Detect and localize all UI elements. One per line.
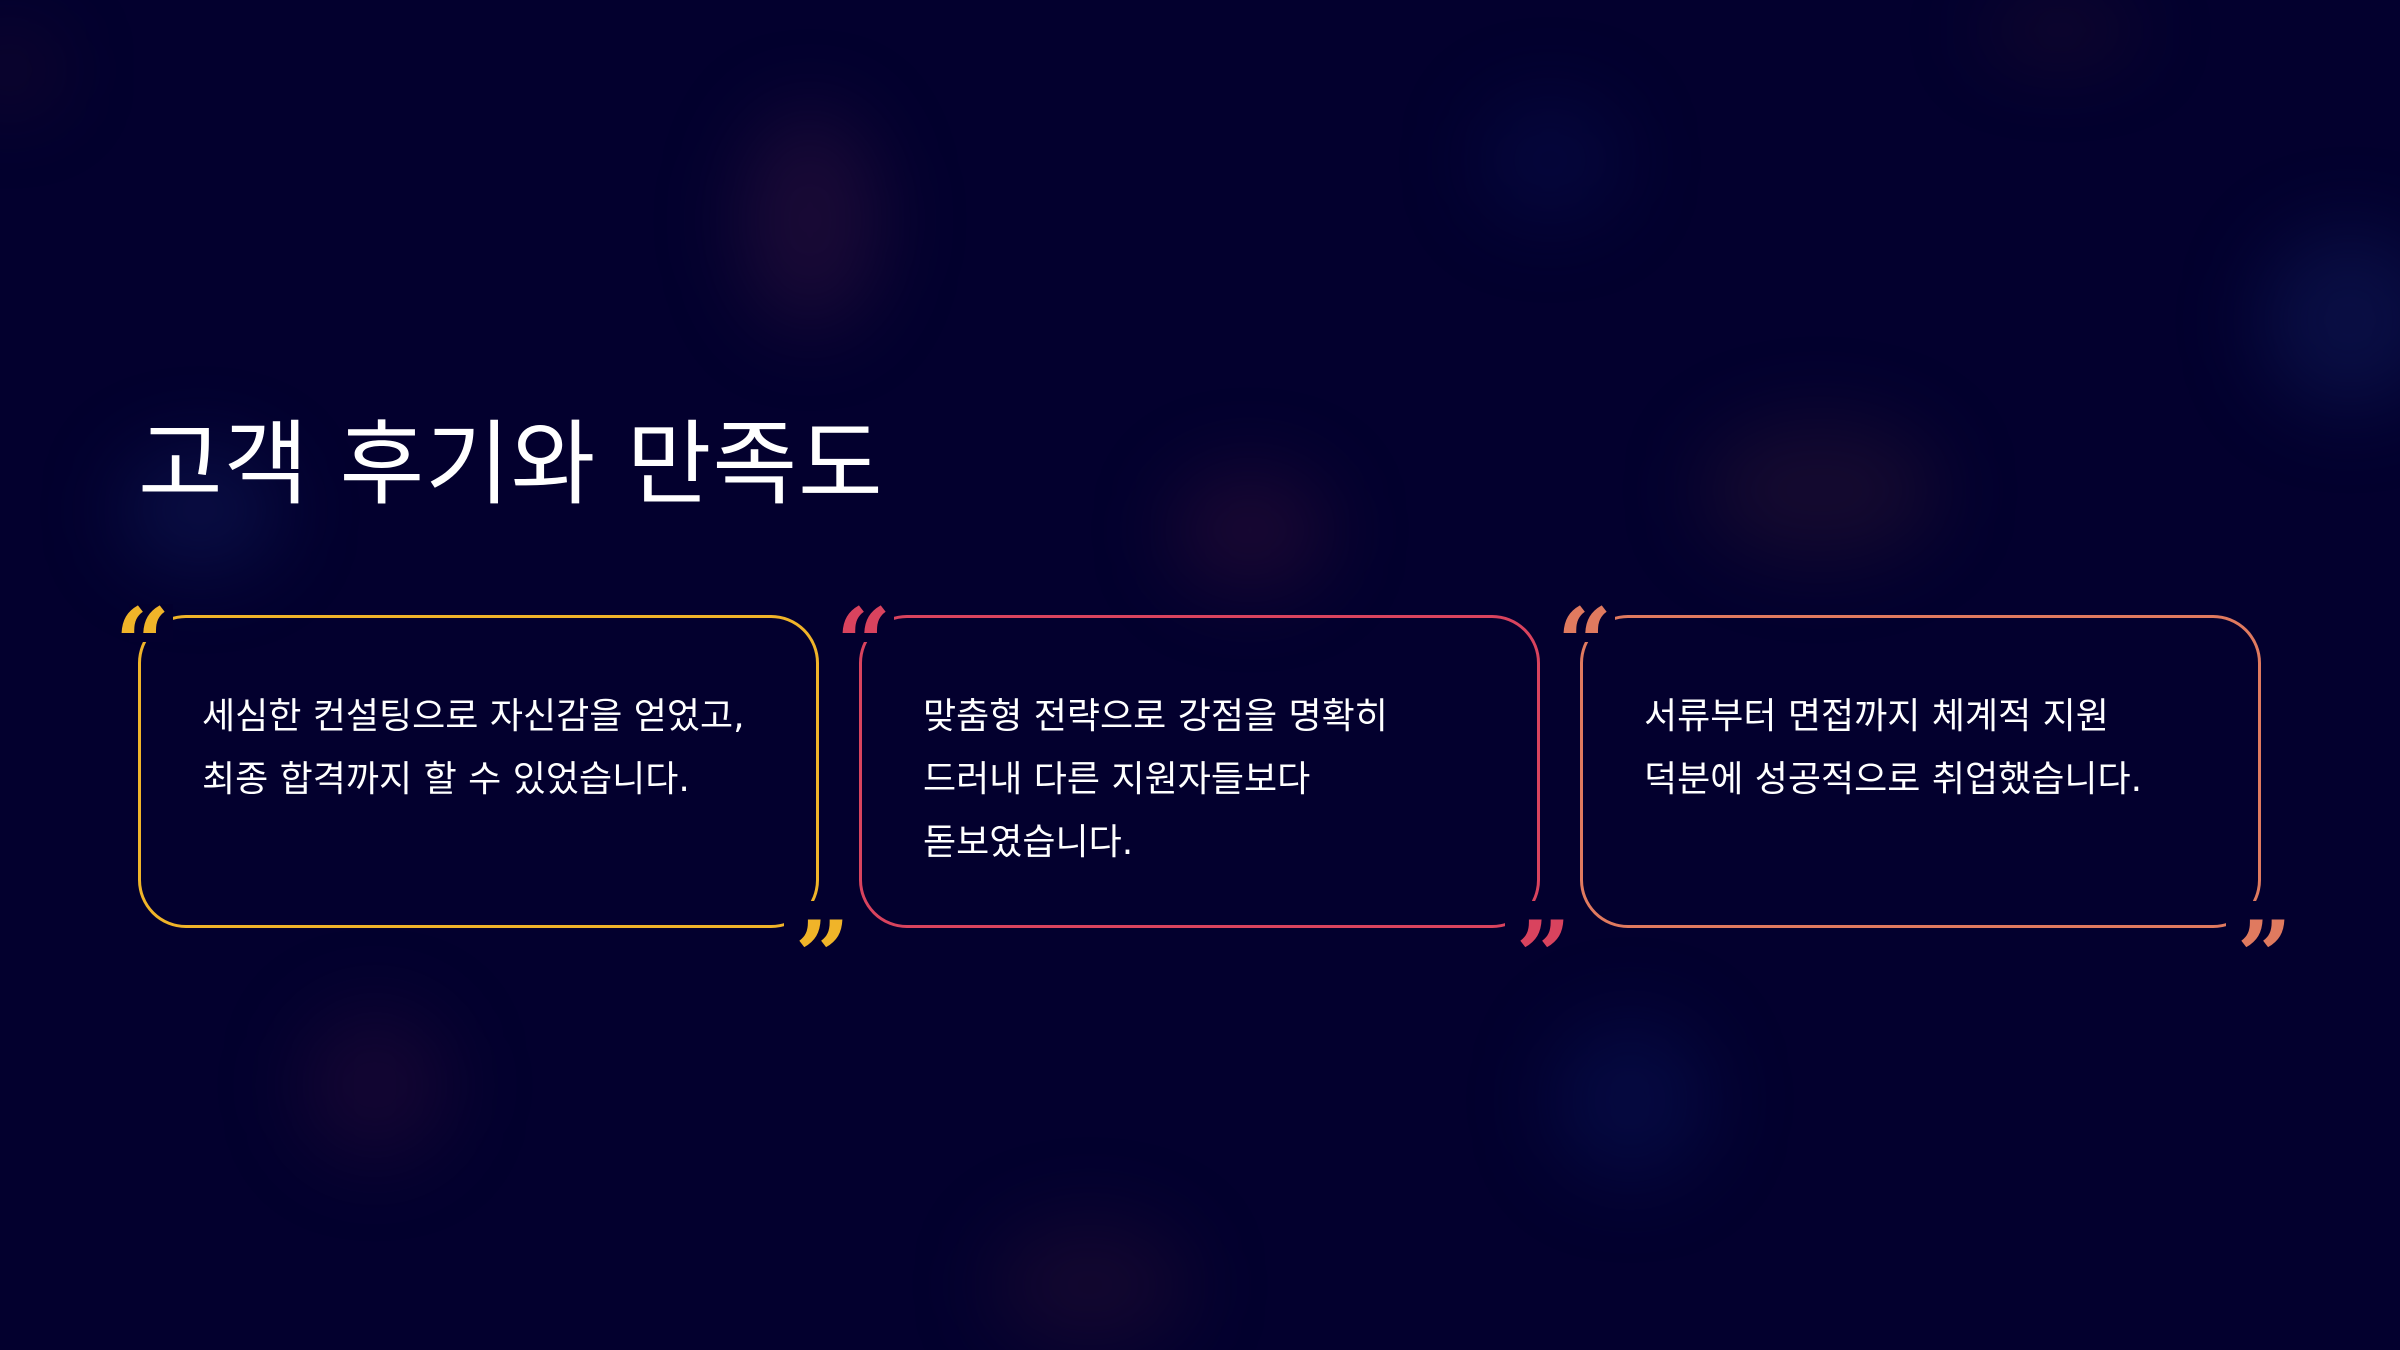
close-quote-icon: ”: [794, 900, 850, 1013]
border-gap: [784, 901, 828, 939]
border-gap: [2226, 901, 2270, 939]
testimonial-text: 맞춤형 전략으로 강점을 명확히 드러내 다른 지원자들보다 돋보였습니다.: [923, 696, 1388, 863]
background-glow: [1700, 420, 1940, 560]
background-glow: [1980, 0, 2140, 60]
background-glow: [740, 110, 880, 330]
background-glow: [1550, 1020, 1710, 1180]
testimonial-card: “ ” 세심한 컨설팅으로 자신감을 얻었고, 최종 합격까지 할 수 있었습니…: [115, 596, 850, 1005]
border-gap: [850, 604, 894, 642]
border-gap: [1571, 604, 1615, 642]
background-glow: [1480, 100, 1620, 220]
testimonial-card: “ ” 서류부터 면접까지 체계적 지원 덕분에 성공적으로 취업했습니다.: [1557, 596, 2292, 1005]
border-gap: [129, 604, 173, 642]
testimonial-card: “ ” 맞춤형 전략으로 강점을 명확히 드러내 다른 지원자들보다 돋보였습니…: [836, 596, 1571, 1005]
border-gap: [1505, 901, 1549, 939]
open-quote-icon: “: [1557, 587, 1613, 700]
open-quote-icon: “: [836, 587, 892, 700]
background-glow: [1170, 470, 1330, 590]
close-quote-icon: ”: [1515, 900, 1571, 1013]
background-glow: [990, 1220, 1190, 1350]
slide-title: 고객 후기와 만족도: [138, 411, 884, 518]
background-glow: [2260, 230, 2400, 410]
background-glow: [0, 30, 60, 110]
testimonial-text: 서류부터 면접까지 체계적 지원 덕분에 성공적으로 취업했습니다.: [1644, 696, 2143, 800]
testimonial-text: 세심한 컨설팅으로 자신감을 얻었고, 최종 합격까지 할 수 있었습니다.: [202, 696, 745, 800]
background-glow: [300, 1010, 450, 1160]
open-quote-icon: “: [115, 587, 171, 700]
close-quote-icon: ”: [2236, 900, 2292, 1013]
